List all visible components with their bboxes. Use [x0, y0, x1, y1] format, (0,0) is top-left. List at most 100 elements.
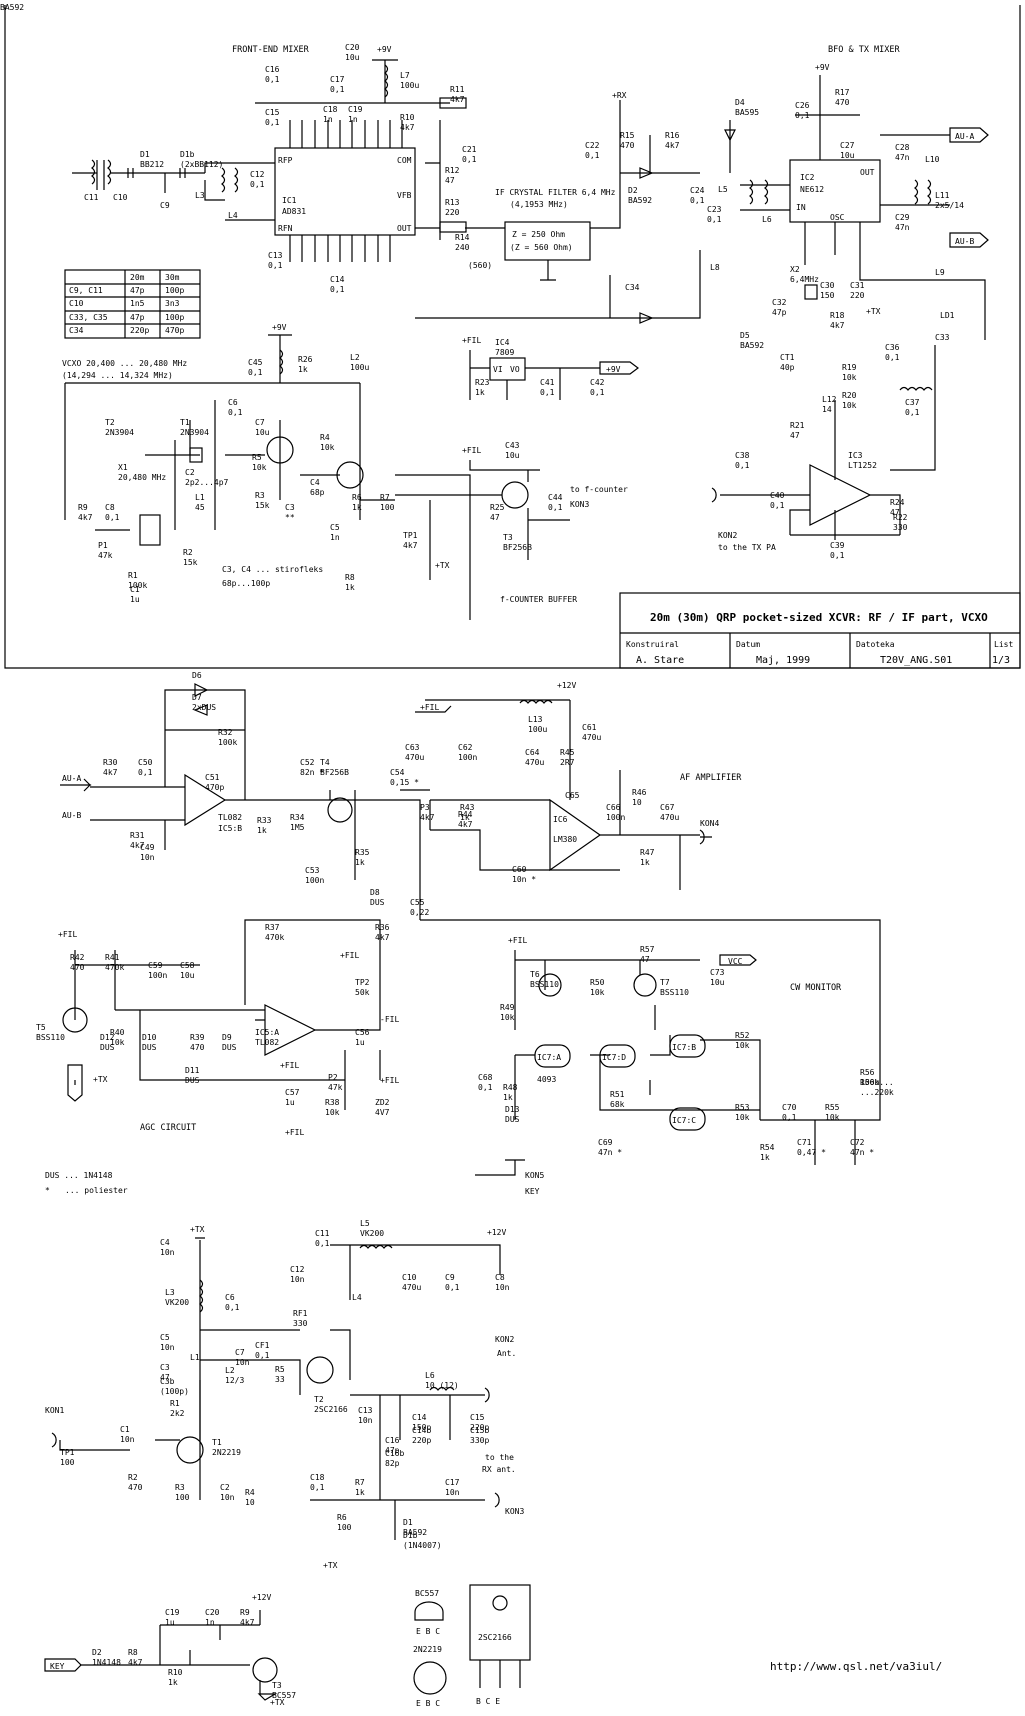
part-l1-designator: L1 — [190, 1353, 200, 1362]
part-c41-value: 0,1 — [540, 388, 555, 397]
part-c3b-value: (100p) — [160, 1387, 189, 1396]
part-d5-value: BA592 — [740, 341, 764, 350]
part-c4-value: 10n — [160, 1248, 175, 1257]
l10-l11-transformer — [914, 179, 932, 205]
key-part-r9-value: 4k7 — [240, 1618, 255, 1627]
part-c21-designator: C21 — [462, 145, 477, 154]
part-r16-designator: R16 — [665, 131, 680, 140]
part-d8-designator: D8 — [370, 888, 380, 897]
rail-12v-af: +12V — [557, 681, 576, 690]
key-flag — [44, 1658, 82, 1672]
part-c56-designator: C56 — [355, 1028, 370, 1037]
impedance-alt-label: (Z = 560 Ohm) — [510, 243, 573, 252]
part-ct1-designator: CT1 — [780, 353, 795, 362]
bfo-supply — [740, 75, 986, 471]
l5-choke — [359, 1244, 393, 1249]
2n2219-package — [413, 1661, 447, 1695]
part-x1-designator: X1 — [118, 463, 128, 472]
ic5b-wiring — [90, 689, 430, 895]
part-d12-designator: D12 — [100, 1033, 115, 1042]
au-a-flag — [949, 127, 989, 143]
part-r31-designator: R31 — [130, 831, 145, 840]
part-c53-designator: C53 — [305, 866, 320, 875]
part-c26-designator: C26 — [795, 101, 810, 110]
key-part-r8-designator: R8 — [128, 1648, 138, 1657]
part-c9-designator: C9 — [160, 201, 170, 210]
t3-fet — [501, 481, 529, 509]
part-r35-designator: R35 — [355, 848, 370, 857]
part-c68-designator: C68 — [478, 1073, 493, 1082]
part-c14-value: 150p — [412, 1423, 431, 1432]
title-sheet: 1/3 — [992, 655, 1010, 666]
rail-fil-af: +FIL — [420, 703, 439, 712]
part-c7-designator: C7 — [235, 1348, 245, 1357]
l8-l9-transformer — [749, 179, 769, 205]
part-c67-value: 470u — [660, 813, 679, 822]
part-c3-designator: C3 — [285, 503, 295, 512]
ic4-wiring — [469, 350, 600, 400]
part-r22-designator: R22 — [893, 513, 908, 522]
part-r3-value: 100 — [175, 1493, 190, 1502]
table-row-1-30m: 100p — [165, 286, 184, 295]
part-c36-value: 0,1 — [885, 353, 900, 362]
title-col-datoteka: Datoteka — [856, 640, 895, 649]
part-r7-designator: R7 — [380, 493, 390, 502]
part-d13-value: DUS — [505, 1115, 520, 1124]
package-2n2219: 2N2219 — [413, 1645, 442, 1654]
part-r42-designator: R42 — [70, 953, 85, 962]
part-c12-value: 10n — [290, 1275, 305, 1284]
part-x2-designator: X2 — [790, 265, 800, 274]
part-r30-designator: R30 — [103, 758, 118, 767]
part-c60-designator: C60 — [512, 865, 527, 874]
rail-tx-vcxo: +TX — [435, 561, 450, 570]
connector-kon3-top: KON3 — [570, 500, 589, 509]
part-l11-value: 2x5/14 — [935, 201, 964, 210]
part-l2-designator: L2 — [225, 1366, 235, 1375]
part-c18-designator: C18 — [323, 105, 338, 114]
part-r10-value: 4k7 — [400, 123, 415, 132]
part-c71-designator: C71 — [797, 1138, 812, 1147]
part-c12-designator: C12 — [290, 1265, 305, 1274]
part-c1-value: 10n — [120, 1435, 135, 1444]
title-col-konstruiral: Konstruiral — [626, 640, 679, 649]
part-r18-value: 4k7 — [830, 321, 845, 330]
part-c11-value: 0,1 — [315, 1239, 330, 1248]
part-l12-designator: L12 — [822, 395, 837, 404]
part-c8-value: 0,1 — [105, 513, 120, 522]
part-c64-designator: C64 — [525, 748, 540, 757]
part-c72-value: 47n * — [850, 1148, 874, 1157]
part-c8-designator: C8 — [495, 1273, 505, 1282]
part-x2-value: 6,4MHz — [790, 275, 819, 284]
part-c44-designator: C44 — [548, 493, 563, 502]
part-c43-designator: C43 — [505, 441, 520, 450]
part-c40-value: 0,1 — [770, 501, 785, 510]
part-r7-value: 1k — [355, 1488, 365, 1497]
part-c50-designator: C50 — [138, 758, 153, 767]
p9v-flag — [599, 361, 639, 375]
part-d4-designator: D4 — [735, 98, 745, 107]
part-r38-designator: R38 — [325, 1098, 340, 1107]
part-l2-value: 100u — [350, 363, 369, 372]
part-r47-designator: R47 — [640, 848, 655, 857]
agc-flag — [67, 1064, 83, 1102]
part-c42-value: 0,1 — [590, 388, 605, 397]
part-c5-value: 10n — [160, 1343, 175, 1352]
net-au-a: AU-A — [955, 132, 974, 141]
key-part-c19-value: 1u — [165, 1618, 175, 1627]
ic3-label: IC3 — [848, 451, 863, 460]
part-r51-value: 68k — [610, 1100, 625, 1109]
part-c16-designator: C16 — [265, 65, 280, 74]
tx-pa-output — [711, 487, 717, 503]
rail-9v-1: +9V — [377, 45, 392, 54]
cw-monitor-title: CW MONITOR — [790, 983, 842, 993]
au-b-flag — [949, 232, 989, 248]
part-t1-value: 2N3904 — [180, 428, 209, 437]
rail-tx-pa: +TX — [190, 1225, 205, 1234]
title-block-title: 20m (30m) QRP pocket-sized XCVR: RF / IF… — [650, 611, 988, 624]
source-url[interactable]: http://www.qsl.net/va3iul/ — [770, 1660, 942, 1673]
ic4-label: IC4 — [495, 338, 510, 347]
part-l7-value: 100u — [400, 81, 419, 90]
part-c38-value: 0,1 — [735, 461, 750, 470]
part-d10-designator: D10 — [142, 1033, 157, 1042]
rail-fil-reg: +FIL — [462, 336, 481, 345]
